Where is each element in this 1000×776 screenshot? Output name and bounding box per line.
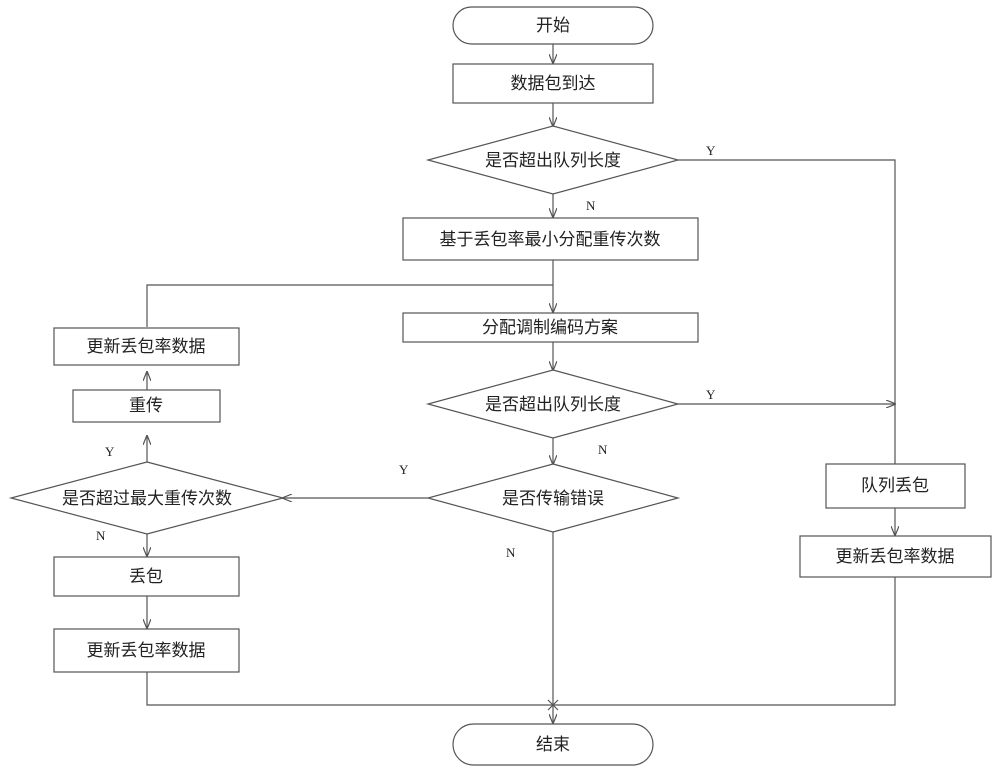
- drop-label: 丢包: [129, 567, 163, 587]
- end-label: 结束: [536, 735, 570, 755]
- allocate-mcs-process: 分配调制编码方案: [402, 312, 699, 343]
- arrow-loop-back: [146, 284, 553, 327]
- retransmit-label: 重传: [129, 396, 163, 416]
- update-loss-top-process: 更新丢包率数据: [53, 327, 240, 366]
- q1-yes-label: Y: [706, 143, 716, 158]
- queue-check-2-label: 是否超出队列长度: [485, 395, 621, 415]
- allocate-retx-label: 基于丢包率最小分配重传次数: [440, 230, 661, 250]
- arrive-label: 数据包到达: [511, 74, 596, 94]
- arrow-left-to-end: [146, 672, 553, 706]
- error-yes-label: Y: [399, 462, 409, 477]
- tx-error-label: 是否传输错误: [502, 489, 604, 509]
- connectors: [147, 44, 895, 723]
- junction-mark: [547, 699, 559, 711]
- queue-check-decision-2: 是否超出队列长度: [425, 369, 681, 439]
- allocate-retx-process: 基于丢包率最小分配重传次数: [402, 217, 699, 261]
- arrive-process: 数据包到达: [452, 63, 654, 104]
- update-loss-bottom-process: 更新丢包率数据: [53, 628, 240, 673]
- end-terminal: 结束: [452, 723, 654, 766]
- retransmit-process: 重传: [72, 389, 221, 423]
- start-terminal: 开始: [452, 6, 654, 45]
- update-loss-right-process: 更新丢包率数据: [799, 535, 992, 578]
- q2-yes-label: Y: [706, 387, 716, 402]
- arrow-check1-yes: [678, 159, 895, 487]
- max-yes-label: Y: [105, 444, 115, 459]
- queue-check-1-label: 是否超出队列长度: [485, 151, 621, 171]
- start-label: 开始: [536, 16, 570, 36]
- queue-drop-process: 队列丢包: [825, 463, 966, 509]
- queue-drop-label: 队列丢包: [861, 476, 929, 496]
- max-retx-decision: 是否超过最大重传次数: [8, 461, 286, 535]
- arrow-right-to-end: [553, 577, 896, 706]
- update-loss-right-label: 更新丢包率数据: [836, 547, 955, 567]
- error-no-label: N: [506, 545, 516, 560]
- drop-process: 丢包: [53, 556, 240, 597]
- max-retx-label: 是否超过最大重传次数: [62, 489, 232, 509]
- q1-no-label: N: [586, 198, 596, 213]
- update-loss-top-label: 更新丢包率数据: [87, 337, 206, 357]
- max-no-label: N: [96, 528, 106, 543]
- queue-check-decision-1: 是否超出队列长度: [425, 125, 681, 195]
- allocate-mcs-label: 分配调制编码方案: [482, 318, 618, 338]
- tx-error-decision: 是否传输错误: [425, 463, 681, 533]
- q2-no-label: N: [598, 442, 608, 457]
- update-loss-bottom-label: 更新丢包率数据: [87, 641, 206, 661]
- edge-labels: Y N Y N Y N Y N: [96, 143, 716, 560]
